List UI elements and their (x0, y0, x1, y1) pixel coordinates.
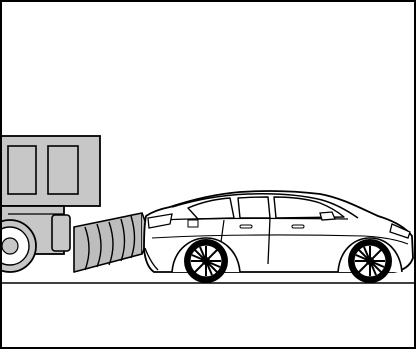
sedan (144, 191, 413, 283)
sedan-rear-wheel (184, 239, 228, 283)
sedan-front-wheel (348, 239, 392, 283)
sedan-front-handle (292, 225, 304, 228)
sedan-fuel-cap (188, 220, 198, 227)
truck-sensor-housing (52, 215, 70, 251)
sedan-rear-door-window (238, 197, 270, 218)
truck-window-right (48, 146, 78, 194)
sedan-side-mirror (320, 212, 335, 220)
sedan-rear-handle (240, 225, 252, 228)
scene-svg (2, 2, 414, 347)
truck-window-left (8, 146, 36, 194)
parking-sensor-beam (74, 213, 150, 272)
